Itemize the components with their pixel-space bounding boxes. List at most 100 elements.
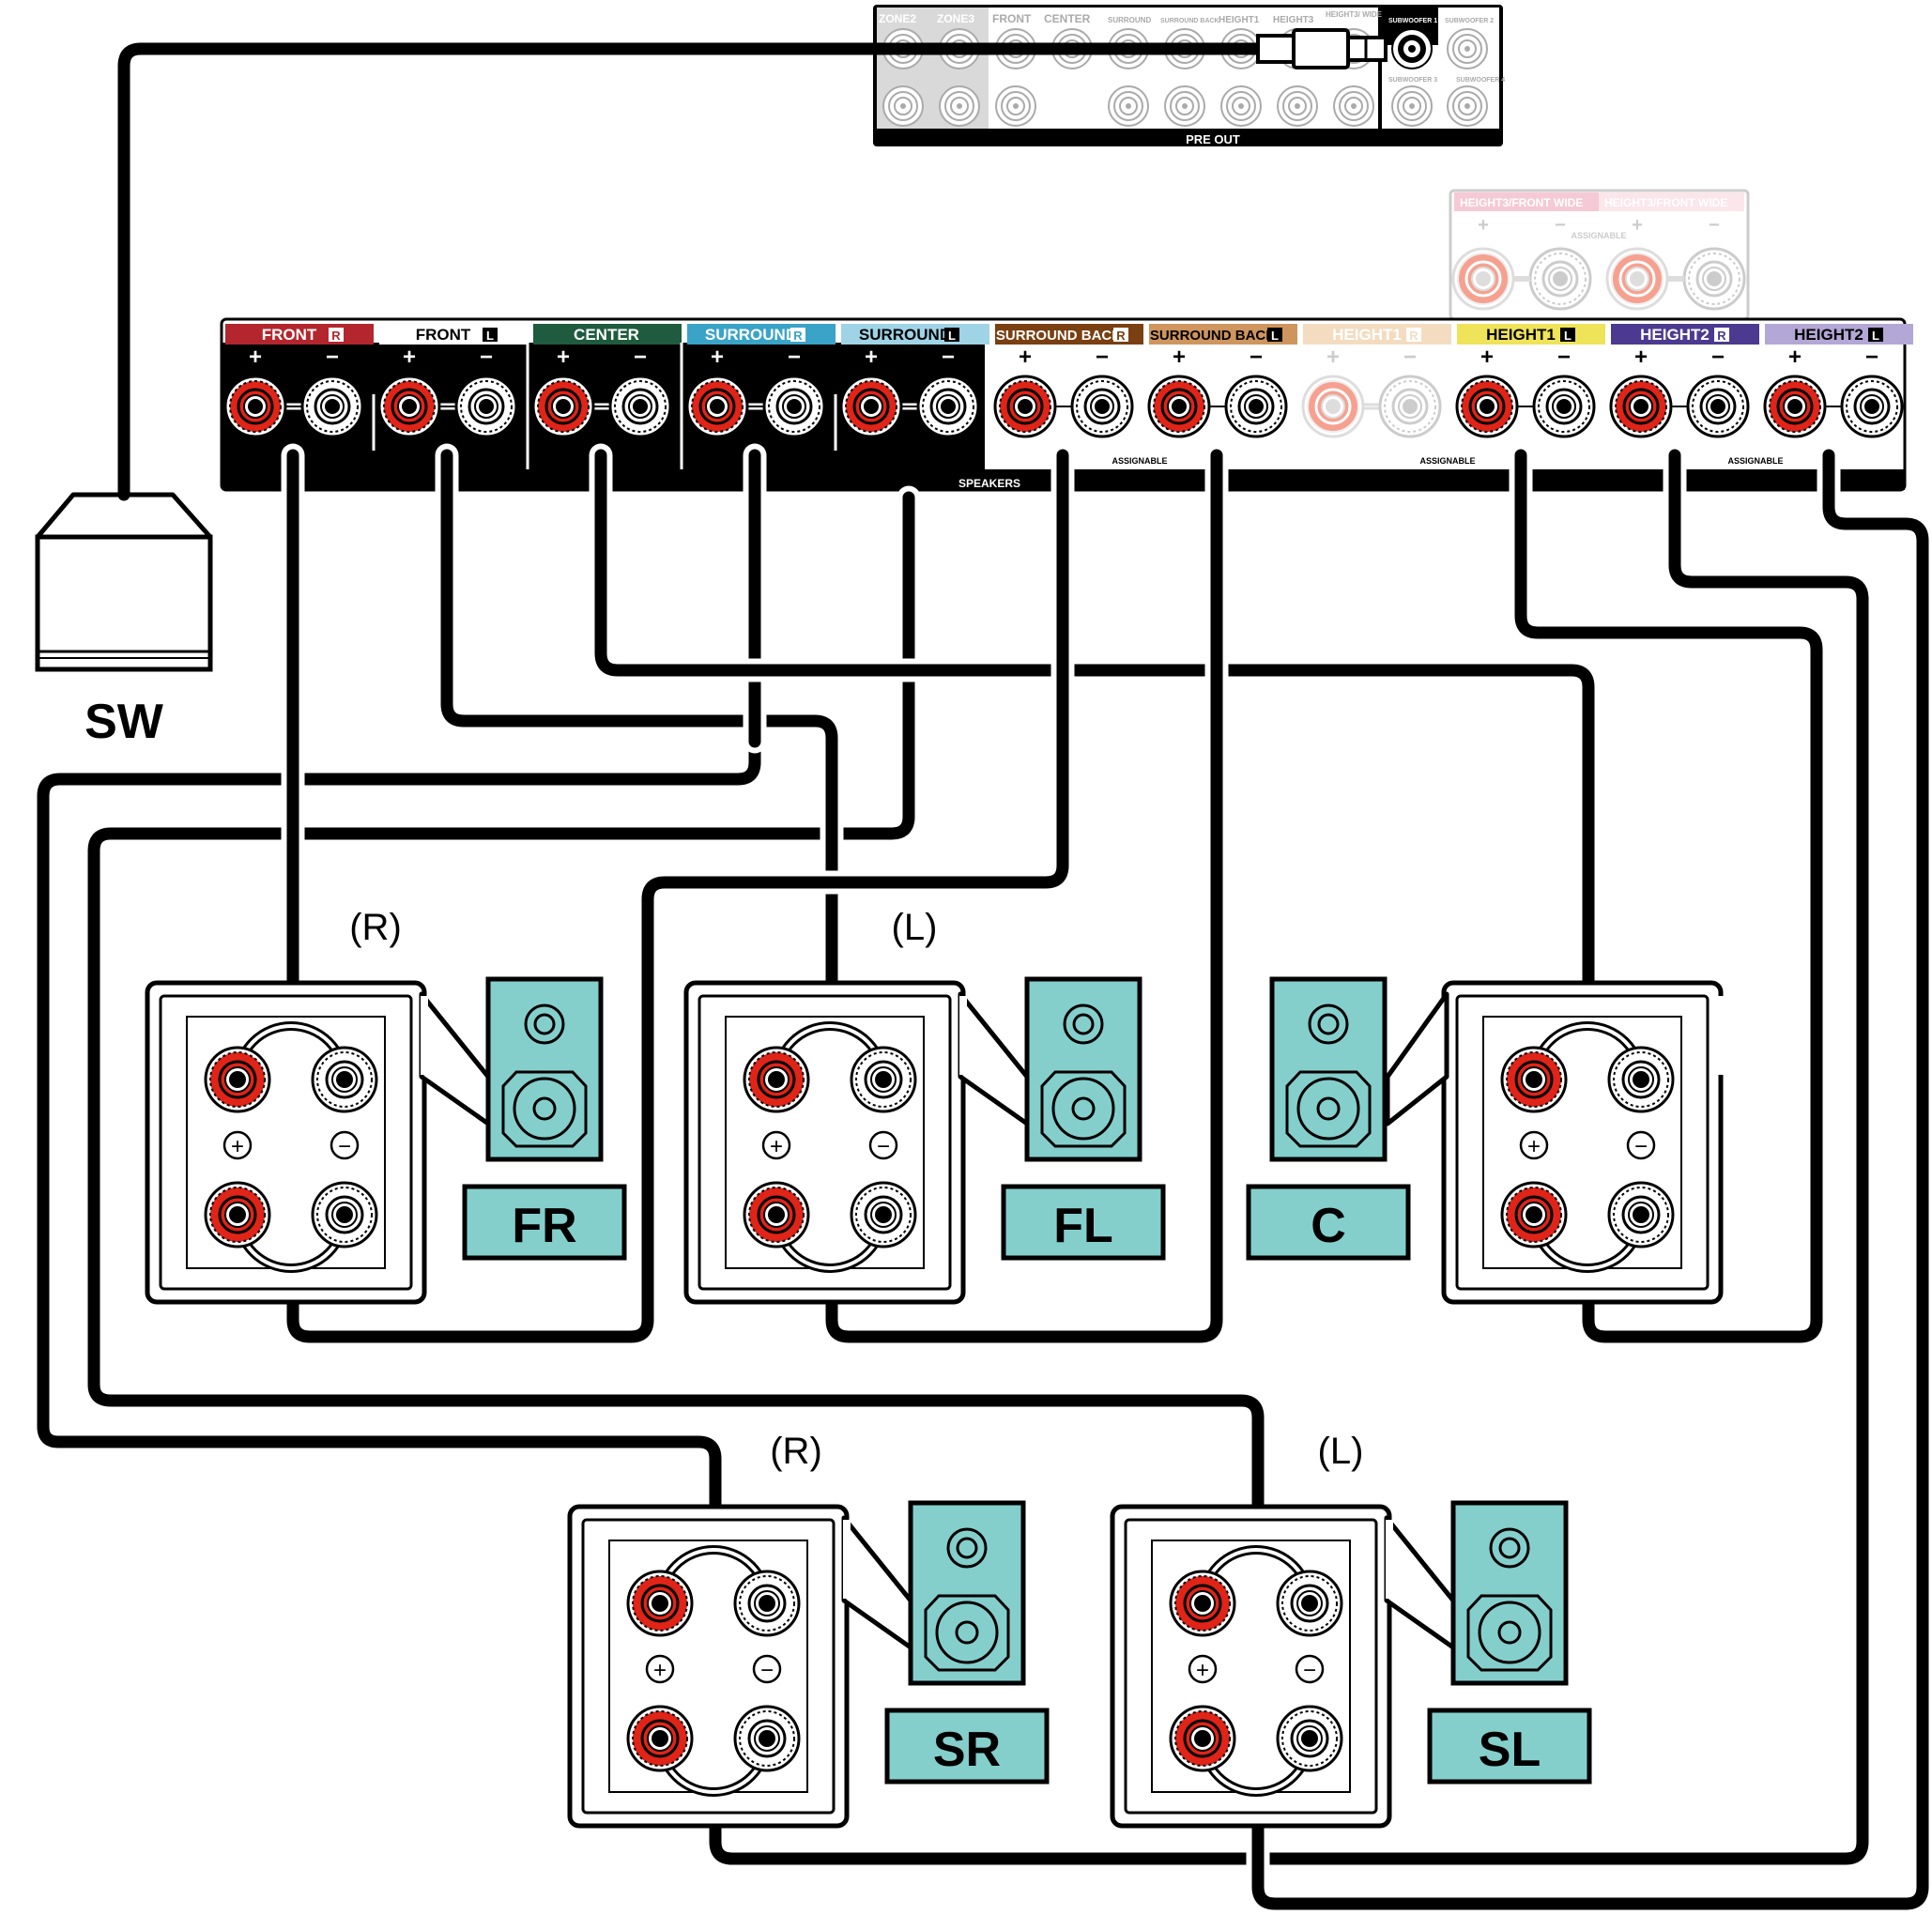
minus-circle-icon (330, 1130, 360, 1160)
channel-posts-4: +− (839, 345, 980, 438)
speaker-minus-terminal (311, 1181, 378, 1249)
channel-side-badge (1714, 328, 1729, 342)
speaker-minus-terminal (733, 1570, 801, 1637)
speaker-cabinet-icon (485, 976, 604, 1162)
channel-header-10: HEIGHT2 L (1765, 324, 1913, 345)
channel-side-badge (790, 328, 805, 342)
speaker-label: SL (1479, 1723, 1541, 1777)
channel-label: HEIGHT2 (1794, 326, 1863, 344)
minus-circle-icon-glyph: − (877, 1134, 890, 1159)
channel-posts-2: +− (531, 345, 672, 438)
minus-sign: − (1403, 345, 1417, 370)
plus-terminal (1609, 375, 1673, 438)
minus-circle-icon (1295, 1654, 1325, 1684)
h3-plus-1: + (1478, 215, 1489, 236)
minus-circle-icon-glyph: − (1634, 1134, 1648, 1159)
preout-panel: ZONE2 ZONE3 FRONT CENTER SURROUND SURROU… (873, 5, 1505, 146)
channel-side-letter: L (1872, 329, 1879, 343)
plus-terminal (223, 375, 287, 438)
plus-circle-icon-glyph: + (653, 1658, 667, 1683)
h3-minus-2: − (1709, 215, 1720, 236)
minus-circle-icon (1626, 1130, 1656, 1160)
channel-side-badge (1406, 328, 1421, 342)
minus-terminal (300, 375, 364, 438)
speaker-plus-terminal (1169, 1705, 1236, 1772)
minus-sign: − (1711, 345, 1725, 370)
channel-side-letter: L (948, 329, 956, 343)
plus-sign: + (403, 345, 416, 370)
plus-sign: + (865, 345, 878, 370)
wires (31, 28, 1932, 1915)
speaker-plus-terminal (1169, 1570, 1236, 1637)
speaker-minus-terminal (1607, 1046, 1675, 1113)
speaker-fr: +−FR(R) (145, 907, 627, 1305)
minus-terminal (916, 375, 980, 438)
preout-label-row: ZONE2 ZONE3 FRONT CENTER SURROUND SURROU… (879, 10, 1505, 84)
height3-frontwide-panel: HEIGHT3/FRONT WIDE HEIGHT3/FRONT WIDE AS… (1449, 189, 1750, 321)
plus-terminal (1301, 375, 1365, 438)
speaker-label-box (1427, 1708, 1592, 1785)
speaker-minus-terminal (1276, 1570, 1343, 1637)
speaker-side-label: (R) (770, 1431, 822, 1472)
plus-circle-icon (1188, 1654, 1218, 1684)
assignable-label-1: ASSIGNABLE (1112, 456, 1167, 466)
minus-terminal (1224, 375, 1288, 438)
panel-dividers (372, 343, 837, 469)
preout-label-sub2: SUBWOOFER 2 (1445, 18, 1494, 24)
speaker-label-box (462, 1184, 627, 1261)
speakers-label: SPEAKERS (958, 477, 1020, 490)
channel-side-letter: R (331, 329, 341, 343)
channel-side-badge (1267, 328, 1282, 342)
speaker-minus-terminal (850, 1181, 917, 1249)
plus-terminal (1455, 375, 1519, 438)
channel-posts-7: +− (1301, 345, 1442, 438)
preout-label-zone3: ZONE3 (937, 12, 974, 25)
minus-circle-icon-glyph: − (1303, 1658, 1316, 1683)
channel-label: HEIGHT1 (1486, 326, 1556, 344)
speaker-label: C (1311, 1199, 1346, 1253)
speaker-plus-terminal (626, 1705, 694, 1772)
channel-label: HEIGHT2 (1640, 326, 1710, 344)
speaker-cabinet-icon (908, 1500, 1026, 1686)
speaker-fl: +−FL(L) (683, 907, 1166, 1305)
minus-sign: − (788, 345, 801, 370)
channel-posts-6: +− (1147, 345, 1288, 438)
channel-label: FRONT (262, 326, 317, 344)
h3-assignable: ASSIGNABLE (1571, 231, 1626, 240)
h3-label-r: HEIGHT3/FRONT WIDE (1460, 196, 1583, 209)
minus-sign: − (634, 345, 647, 370)
channel-posts-0: +− (223, 345, 364, 438)
speaker-plus-terminal (1500, 1046, 1568, 1113)
minus-sign: − (480, 345, 493, 370)
channel-posts: +−+−+−+−+−+−+−+−+−+−+− (223, 345, 1904, 438)
minus-sign: − (1557, 345, 1571, 370)
speaker-minus-terminal (850, 1046, 917, 1113)
minus-terminal (454, 375, 518, 438)
minus-terminal (1840, 375, 1904, 438)
channel-posts-3: +− (685, 345, 826, 438)
h3-plus-2: + (1632, 215, 1643, 236)
speaker-minus-terminal (1607, 1181, 1675, 1249)
minus-terminal (1378, 375, 1442, 438)
preout-label-sub4: SUBWOOFER 4 (1456, 77, 1505, 84)
speaker-plus-terminal (626, 1570, 694, 1637)
speaker-label: FR (512, 1199, 576, 1253)
speaker-cabinet-icon (1269, 976, 1388, 1162)
speaker-cabinet-icon (1450, 1500, 1569, 1686)
plus-sign: + (1634, 345, 1648, 370)
preout-title: PRE OUT (1186, 132, 1240, 146)
preout-label-height1: HEIGHT1 (1219, 15, 1260, 25)
preout-label-zone2: ZONE2 (879, 12, 916, 25)
channel-side-badge (944, 328, 959, 342)
channel-label: SURROUND (705, 326, 797, 344)
channel-header-0: FRONT R (225, 324, 374, 345)
speaker-label-box (1001, 1184, 1166, 1261)
speaker-cabinet-icon (1024, 976, 1142, 1162)
speaker-label-box (884, 1708, 1050, 1785)
minus-circle-icon-glyph: − (760, 1658, 774, 1683)
